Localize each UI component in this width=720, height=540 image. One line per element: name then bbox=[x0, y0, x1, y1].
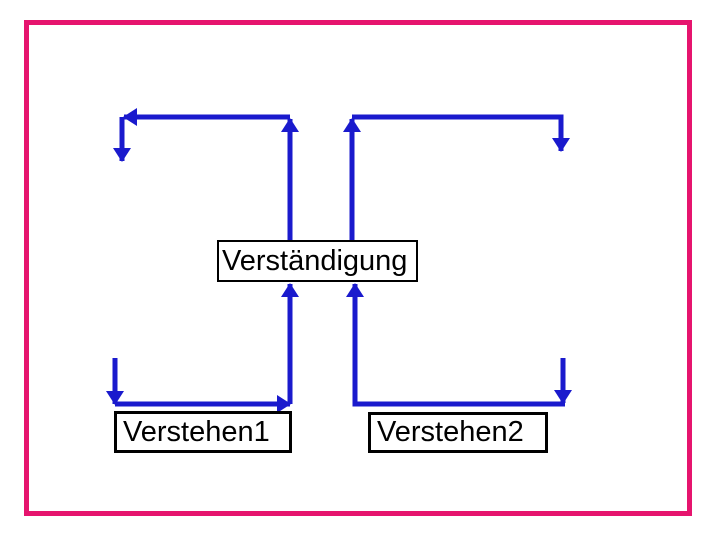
node-verstaendigung-label: Verständigung bbox=[222, 244, 408, 277]
node-verstehen1: Verstehen1 bbox=[114, 411, 292, 453]
right-top-elbow-down-arrow bbox=[352, 114, 570, 152]
node-verstehen2: Verstehen2 bbox=[368, 412, 548, 453]
node-verstaendigung: Verständigung bbox=[217, 240, 418, 282]
right-elbow-into-verstaendigung-arrow bbox=[346, 283, 565, 407]
arrows-group bbox=[106, 108, 572, 413]
node-verstehen1-label: Verstehen1 bbox=[123, 415, 270, 448]
node-verstehen2-label: Verstehen2 bbox=[377, 416, 524, 448]
slide-frame-border bbox=[24, 20, 692, 516]
